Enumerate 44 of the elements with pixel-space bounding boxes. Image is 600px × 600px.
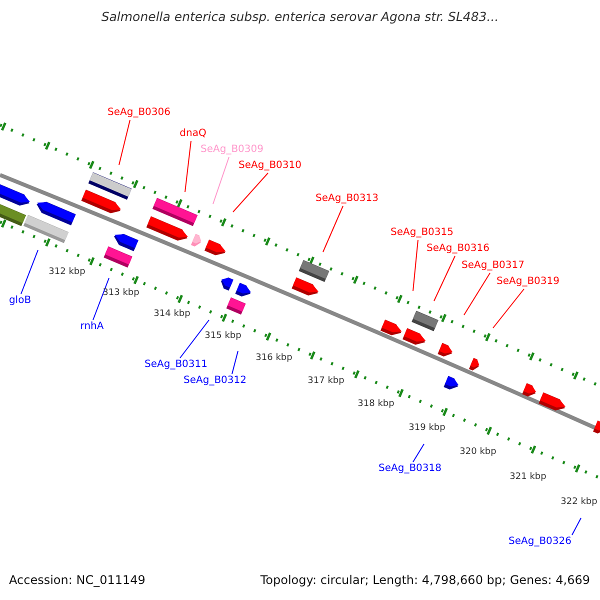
accession-number: Accession: NC_011149 <box>9 573 146 587</box>
scale-label: 315 kbp <box>204 331 242 341</box>
genome-stats: Topology: circular; Length: 4,798,660 bp; Genes: 4,669 <box>260 573 590 587</box>
leader-line <box>412 240 418 292</box>
leader-line <box>434 256 456 302</box>
scale-label: 316 kbp <box>256 353 292 363</box>
leader-line <box>212 156 230 204</box>
leader-line <box>322 206 344 252</box>
scale-label: 314 kbp <box>154 309 190 319</box>
gene-label: SeAg_B0317 <box>462 260 524 272</box>
scale-label: 321 kbp <box>510 472 546 482</box>
scale-label: 313 kbp <box>102 288 140 298</box>
scale-label: 322 kbp <box>560 497 598 507</box>
gene-label: SeAg_B0310 <box>238 160 302 172</box>
leader-line <box>464 272 490 316</box>
leader-line <box>180 320 210 358</box>
gene-label: SeAg_B0313 <box>316 193 378 205</box>
leader-line <box>572 518 582 536</box>
gene-label: SeAg_B0326 <box>508 536 572 548</box>
leader-line <box>232 172 268 212</box>
gene-label: dnaQ <box>180 128 206 140</box>
gene-label: rnhA <box>80 321 104 333</box>
scale-label: 320 kbp <box>460 447 496 457</box>
gene-label: SeAg_B0319 <box>496 276 560 288</box>
leader-line <box>492 288 524 328</box>
gene-label: SeAg_B0318 <box>378 463 442 475</box>
gene-label: SeAg_B0306 <box>108 107 170 119</box>
leader-line <box>20 250 38 294</box>
scale-label: 317 kbp <box>308 376 344 386</box>
leader-line <box>118 120 130 166</box>
gene-label: SeAg_B0315 <box>390 227 454 239</box>
map-title: Salmonella enterica subsp. enterica serovar Agona str. SL483... <box>100 9 500 24</box>
leader-line <box>412 444 424 462</box>
leader-line <box>232 350 238 374</box>
gene-label: SeAg_B0312 <box>184 375 246 387</box>
leader-line <box>92 278 110 320</box>
leader-line <box>184 140 192 192</box>
gene-label: SeAg_B0309 <box>200 144 264 156</box>
scale-label: 318 kbp <box>358 399 394 409</box>
scale-label: 312 kbp <box>48 267 86 277</box>
scale-label: 319 kbp <box>408 423 446 433</box>
gene-label: SeAg_B0311 <box>144 359 208 371</box>
gene-label: SeAg_B0316 <box>426 243 490 255</box>
gene-label: gloB <box>8 295 32 307</box>
